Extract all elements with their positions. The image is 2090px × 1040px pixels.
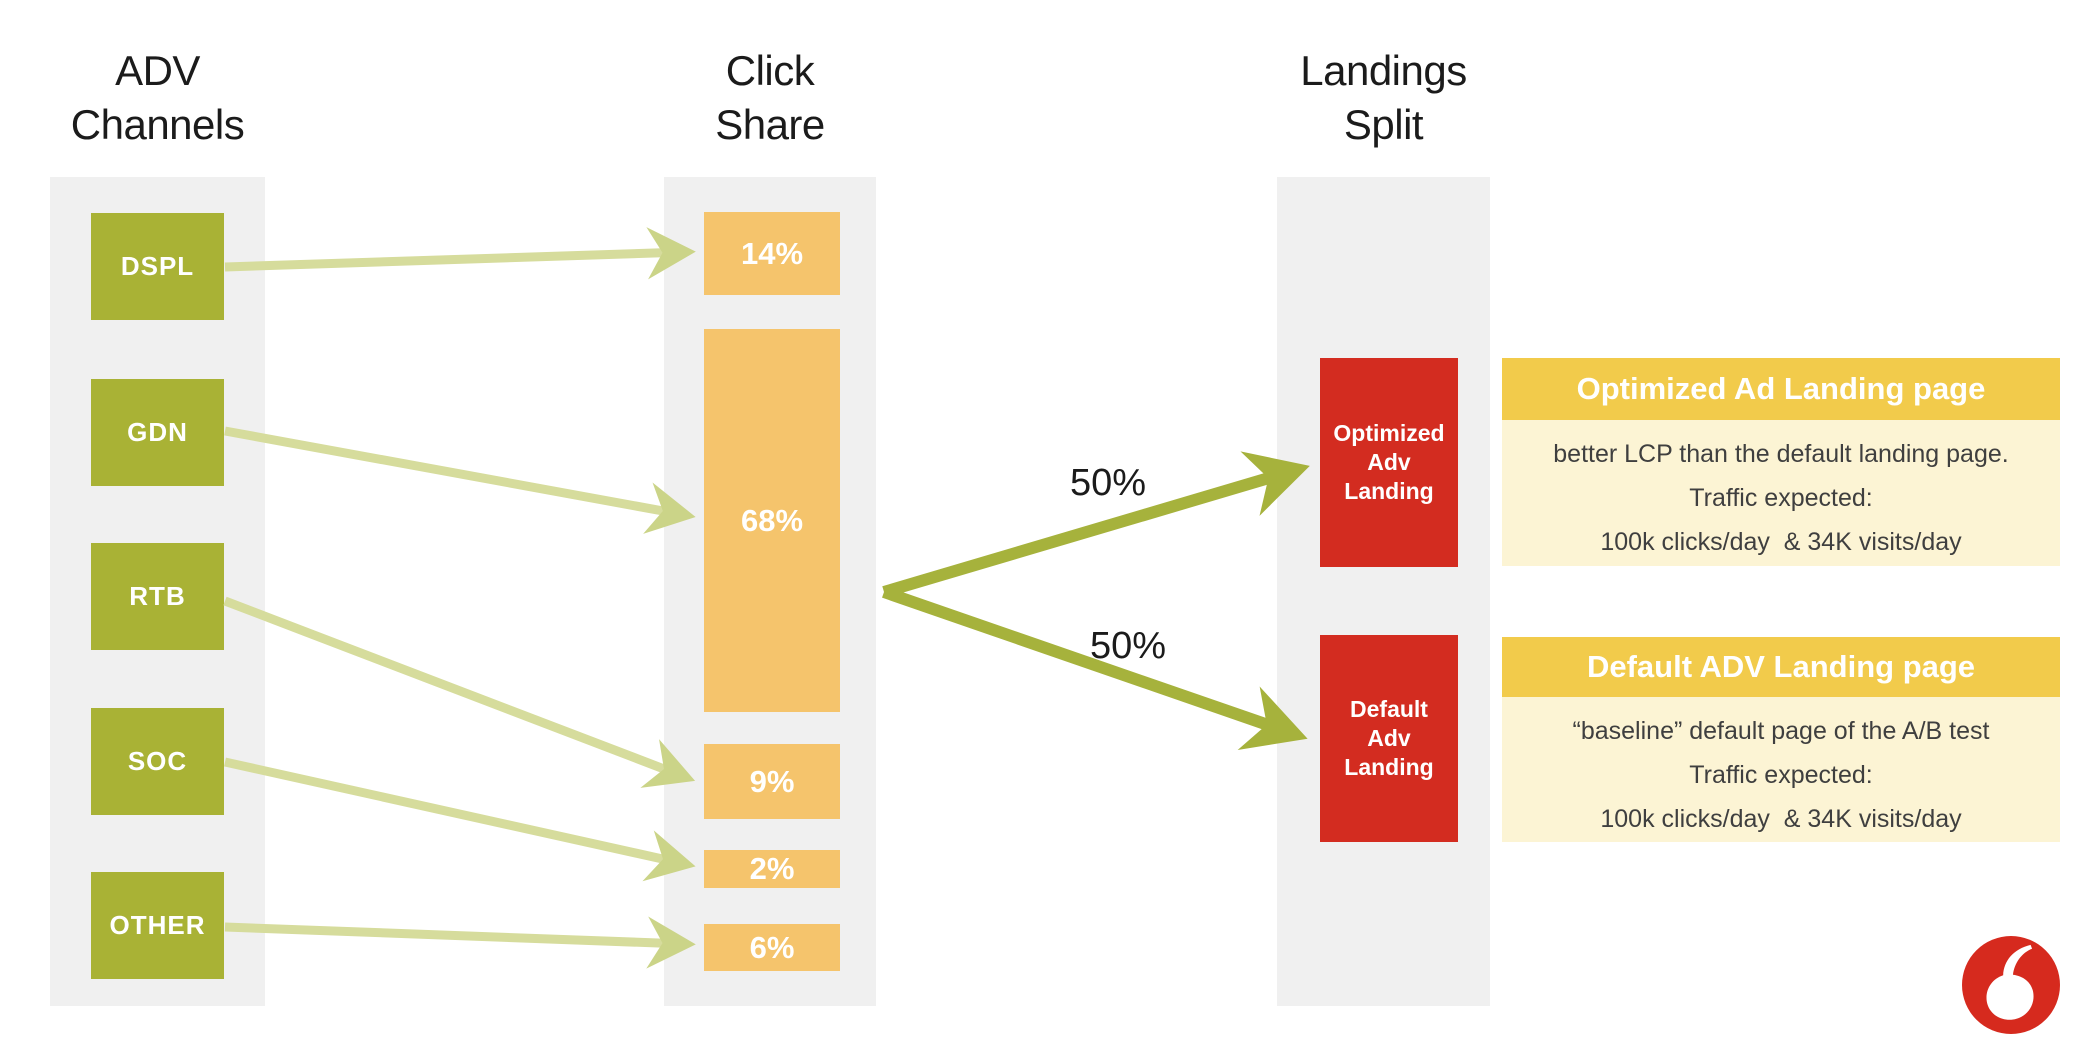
split-percentage-bottom: 50%: [1089, 625, 1167, 667]
column-title-landings-split: Landings Split: [1277, 44, 1490, 152]
landing-box-line: Landing: [1344, 754, 1434, 780]
card-body-line: 100k clicks/day & 34K visits/day: [1600, 805, 1962, 833]
panel-landings-split: [1277, 177, 1490, 1006]
arrow-soc-to-2: [224, 757, 696, 882]
share-box-14: 14%: [704, 212, 840, 295]
card-body: better LCP than the default landing page…: [1502, 420, 2060, 566]
card-default-landing: Default ADV Landing page “baseline” defa…: [1502, 637, 2060, 842]
card-title: Default ADV Landing page: [1502, 637, 2060, 697]
channel-label: SOC: [127, 746, 188, 776]
channel-box-rtb: RTB: [91, 543, 224, 650]
card-optimized-landing: Optimized Ad Landing page better LCP tha…: [1502, 358, 2060, 566]
channel-label: GDN: [127, 417, 188, 447]
title-line: Landings: [1300, 47, 1467, 94]
landing-box-line: Optimized: [1333, 420, 1445, 446]
share-value: 68%: [740, 502, 804, 538]
share-value: 2%: [749, 851, 795, 886]
card-body-line: Traffic expected:: [1689, 484, 1873, 512]
column-title-adv-channels: ADV Channels: [50, 44, 265, 152]
card-body: “baseline” default page of the A/B test …: [1502, 697, 2060, 842]
share-box-68: 68%: [704, 329, 840, 712]
landing-box-line: Default: [1350, 696, 1428, 722]
share-value: 6%: [749, 929, 795, 965]
share-value: 9%: [749, 763, 795, 799]
landing-box-optimized: Optimized Adv Landing: [1320, 358, 1458, 567]
share-box-6: 6%: [704, 924, 840, 971]
channel-label: OTHER: [109, 910, 206, 940]
arrow-rtb-to-9: [223, 596, 696, 788]
vodafone-logo: [1962, 936, 2060, 1034]
arrow-dspl-to-14: [224, 227, 696, 280]
channel-label: RTB: [129, 581, 186, 611]
title-line: Channels: [70, 101, 245, 148]
card-title: Optimized Ad Landing page: [1502, 358, 2060, 420]
arrow-other-to-6: [224, 916, 696, 969]
channel-label: DSPL: [120, 251, 195, 281]
column-title-click-share: Click Share: [664, 44, 876, 152]
channel-box-other: OTHER: [91, 872, 224, 979]
card-body-line: “baseline” default page of the A/B test: [1572, 717, 1990, 745]
arrow-gdn-to-68: [224, 426, 696, 534]
card-body-line: 100k clicks/day & 34K visits/day: [1600, 528, 1962, 556]
channel-box-dspl: DSPL: [91, 213, 224, 320]
channel-box-gdn: GDN: [91, 379, 224, 486]
title-line: ADV: [115, 47, 200, 94]
share-value: 14%: [740, 235, 804, 271]
share-box-2: 2%: [704, 850, 840, 888]
landing-box-default: Default Adv Landing: [1320, 635, 1458, 842]
landing-box-line: Landing: [1344, 478, 1434, 504]
channel-box-soc: SOC: [91, 708, 224, 815]
title-line: Split: [1343, 101, 1424, 148]
share-box-9: 9%: [704, 744, 840, 819]
vodafone-speechmark-icon: [1962, 936, 2060, 1034]
title-line: Click: [725, 47, 815, 94]
card-body-line: better LCP than the default landing page…: [1553, 440, 2009, 468]
landing-box-line: Adv: [1367, 725, 1411, 751]
split-percentage-top: 50%: [1069, 462, 1147, 504]
card-body-line: Traffic expected:: [1689, 761, 1873, 789]
title-line: Share: [715, 101, 825, 148]
landing-box-line: Adv: [1367, 449, 1411, 475]
